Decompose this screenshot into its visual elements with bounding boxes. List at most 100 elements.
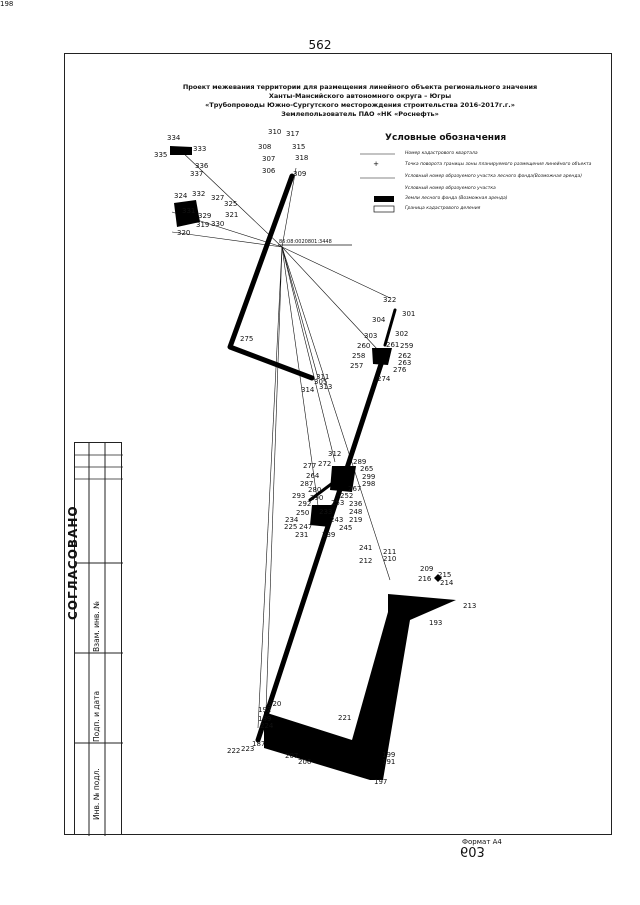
point-label: 199 xyxy=(382,751,396,759)
point-label: 261 xyxy=(386,341,400,349)
legend-item-turning-point: Точка поворота границы зоны планируемого… xyxy=(405,162,592,167)
forest-fund-areas xyxy=(170,146,456,780)
point-label: 287 xyxy=(300,480,314,488)
point-label: 334 xyxy=(167,134,181,142)
point-label: 289 xyxy=(353,458,367,466)
point-label: 221 xyxy=(338,714,352,722)
point-label: 317 xyxy=(286,130,300,138)
legend-item-cadastral-quarter: Номер кадастрового квартала xyxy=(405,151,478,156)
point-label: 212 xyxy=(359,557,373,565)
point-label: 327 xyxy=(211,194,225,202)
point-label: 258 xyxy=(352,352,366,360)
sheet-number: 603 xyxy=(460,843,485,858)
point-label: 231 xyxy=(295,531,309,539)
point-label: 299 xyxy=(362,473,376,481)
point-label: 308 xyxy=(258,143,272,151)
point-label: 324 xyxy=(174,192,188,200)
point-label: 302 xyxy=(395,330,409,338)
point-label: 247 xyxy=(299,523,313,531)
point-label: 321 xyxy=(225,211,239,219)
point-label: 298 xyxy=(362,480,376,488)
point-label: 306 xyxy=(262,167,276,175)
point-label: 314 xyxy=(301,386,315,394)
point-label: 330 xyxy=(211,220,225,228)
legend-item-forest-plot-number: Условный номер образуемого участка лесно… xyxy=(405,174,582,179)
point-label: 293 xyxy=(292,492,306,500)
page-number: 562 xyxy=(308,38,332,52)
point-label: 245 xyxy=(339,524,353,532)
point-label: 337 xyxy=(190,170,204,178)
point-label: 214 xyxy=(440,579,454,587)
point-label: 292 xyxy=(298,500,312,508)
project-title-line-2: Ханты-Мансийского автономного округа – Ю… xyxy=(268,92,452,100)
point-label: 213 xyxy=(463,602,477,610)
point-label: 336 xyxy=(195,162,209,170)
point-label: 319 xyxy=(196,221,210,229)
point-label: 290 xyxy=(310,494,324,502)
point-label: 216 xyxy=(418,575,432,583)
side-approval-table xyxy=(74,442,123,836)
point-label: 252 xyxy=(340,492,354,500)
point-label: 193 xyxy=(429,619,443,627)
point-label: 329 xyxy=(198,212,212,220)
legend-title: Условные обозначения xyxy=(385,133,507,143)
point-label: 263 xyxy=(398,359,412,367)
point-label: 310 xyxy=(268,128,282,136)
legend-item-plot-number: Условный номер образуемого участка xyxy=(405,186,496,191)
point-label: 331 xyxy=(182,207,196,215)
point-label: 215 xyxy=(438,571,452,579)
point-label: 320 xyxy=(177,229,191,237)
point-label: 335 xyxy=(154,151,168,159)
point-label: 211 xyxy=(383,548,397,556)
point-label: 248 xyxy=(349,508,363,516)
point-label: 315 xyxy=(292,143,306,151)
project-title-line-1: Проект межевания территории для размещен… xyxy=(182,83,538,91)
point-label: 277 xyxy=(303,462,317,470)
point-label: 275 xyxy=(240,335,254,343)
point-label: 250 xyxy=(296,509,310,517)
point-label: 325 xyxy=(224,200,238,208)
point-label: 304 xyxy=(372,316,386,324)
point-label: 207 xyxy=(285,752,299,760)
sheet-frame xyxy=(64,53,612,835)
legend-item-cadastral-boundary: Граница кадастрового деления xyxy=(405,206,481,211)
point-label: 209 xyxy=(420,565,434,573)
point-label: 197 xyxy=(374,778,388,786)
point-label: 313 xyxy=(319,383,333,391)
point-label: 210 xyxy=(383,555,397,563)
point-label: 333 xyxy=(193,145,207,153)
point-label: 236 xyxy=(349,500,363,508)
point-label: 243 xyxy=(330,516,344,524)
point-label: 219 xyxy=(349,516,363,524)
format-label: Формат А4 xyxy=(462,838,502,846)
point-label: 309 xyxy=(293,170,307,178)
point-label: 233 xyxy=(319,508,333,516)
point-label: 239 xyxy=(322,531,336,539)
cadastral-quarter-number: 86:08:0020801:3448 xyxy=(279,239,332,245)
point-label: 305 xyxy=(314,378,328,386)
point-label: 198 xyxy=(0,0,14,8)
point-label: 280 xyxy=(308,486,322,494)
point-label: 257 xyxy=(350,362,364,370)
point-label: 187 xyxy=(252,740,266,748)
point-label: 191 xyxy=(382,758,396,766)
point-label: 322 xyxy=(383,296,397,304)
point-label: 241 xyxy=(359,544,373,552)
point-label: 220 xyxy=(268,700,282,708)
point-label: 223 xyxy=(241,745,255,753)
point-label: 234 xyxy=(285,516,299,524)
project-title-line-4: Землепользователь ПАО «НК «Роснефть» xyxy=(281,110,439,118)
point-label: 272 xyxy=(318,460,332,468)
point-label: 264 xyxy=(306,472,320,480)
legend-item-forest-land: Земли лесного фонда (Возможная аренда) xyxy=(405,196,508,201)
point-label: 307 xyxy=(262,155,276,163)
pipeline-route xyxy=(227,173,397,743)
point-label: 276 xyxy=(393,366,407,374)
point-label: 259 xyxy=(400,342,414,350)
point-label: 267 xyxy=(348,485,362,493)
point-label: 224 xyxy=(260,722,274,730)
point-label: 318 xyxy=(295,154,309,162)
point-label: 192 xyxy=(258,706,272,714)
point-label: 206 xyxy=(298,758,312,766)
